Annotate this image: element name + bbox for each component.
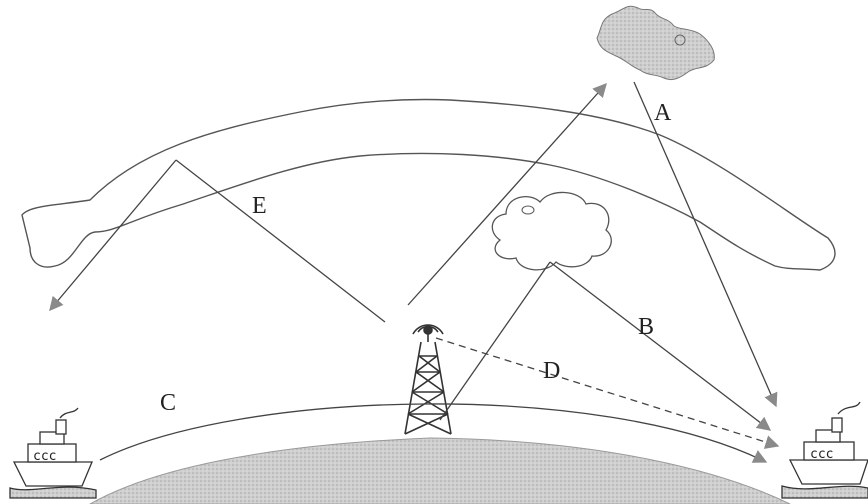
ship-left-windows: ccc: [33, 449, 56, 464]
label-c: C: [160, 390, 176, 416]
path-d-line: [435, 337, 780, 449]
label-e: E: [252, 193, 267, 219]
cloud-icon: [491, 191, 612, 271]
radio-tower-icon: [404, 324, 452, 435]
path-e-incident-line: [175, 159, 386, 323]
label-d: D: [543, 358, 560, 384]
ship-left-icon: [9, 407, 97, 499]
satellite-dish-icon: [674, 34, 686, 46]
path-b-incident-line: [439, 261, 551, 421]
earth-surface: [88, 437, 791, 504]
path-e-reflected-line: [49, 159, 177, 312]
path-c-curve: [99, 403, 768, 463]
path-a-line: [633, 81, 778, 408]
cloud-detail: [521, 205, 535, 215]
ionosphere-layer: [21, 98, 836, 271]
ship-right-icon: [781, 401, 868, 499]
satellite-icon: [596, 5, 715, 81]
label-a: A: [654, 100, 672, 126]
label-b: B: [638, 314, 654, 340]
ship-right-windows: ccc: [810, 447, 833, 462]
uplink-line: [407, 82, 607, 306]
path-b-reflected-line: [549, 261, 772, 431]
